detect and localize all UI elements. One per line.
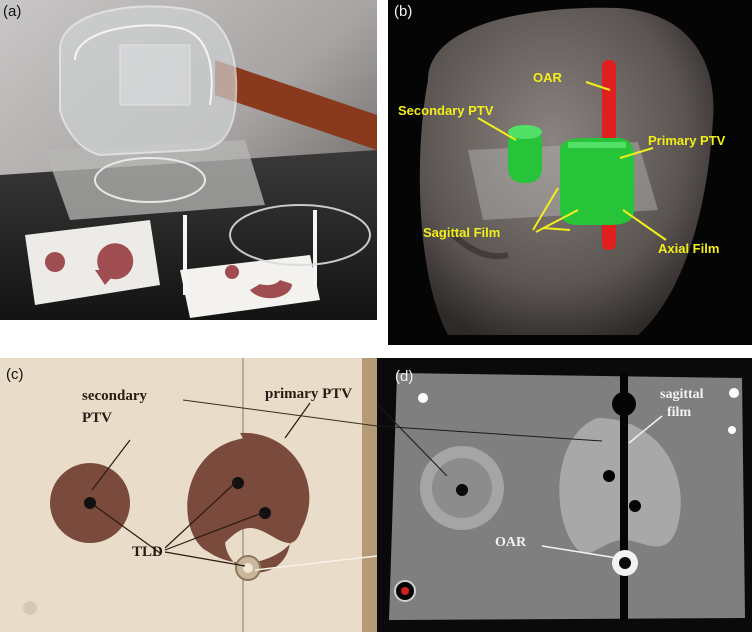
film-photo-image: secondary PTV primary PTV TLD <box>0 358 377 632</box>
panel-a-phantom-photo: (a) <box>0 0 377 320</box>
arrow-secondary-ptv <box>477 117 517 141</box>
ct-tld-primary-1 <box>603 470 615 482</box>
acrylic-lid <box>229 204 371 266</box>
panel-label-d: (d) <box>395 368 414 385</box>
leader-tld-4 <box>164 551 246 567</box>
leader-tld-2 <box>164 512 263 551</box>
phantom-photo-image <box>0 0 377 320</box>
annotation-tld: TLD <box>132 544 163 560</box>
tld-hole-primary-1 <box>232 477 244 489</box>
render-3d-view: OAR Secondary PTV Primary PTV Sagittal F… <box>388 0 752 345</box>
insert-target-large <box>95 243 134 285</box>
wood-strip <box>215 60 377 150</box>
leader-oar-to-d <box>254 555 377 571</box>
panel-b-3d-render: OAR Secondary PTV Primary PTV Sagittal F… <box>388 0 752 345</box>
panel-d-ct-scan: sagittal film OAR (d) <box>377 358 752 632</box>
annotation-oar: OAR <box>533 70 563 85</box>
arrow-oar <box>585 81 611 91</box>
tld-hole-secondary <box>84 497 96 509</box>
annotation-oar: OAR <box>495 535 527 550</box>
panel-c-film-photo: secondary PTV primary PTV TLD (c) <box>0 358 377 632</box>
panel-label-c: (c) <box>6 366 24 383</box>
leader-oar <box>541 545 618 559</box>
ct-sagittal-film <box>620 373 628 620</box>
secondary-ptv-volume <box>508 128 542 183</box>
leader-tld-3 <box>94 505 161 554</box>
ct-tld-secondary <box>456 484 468 496</box>
leader-secondary-to-d <box>182 399 377 427</box>
annotation-sagittal-film: Sagittal Film <box>423 225 500 240</box>
panel-label-a: (a) <box>3 3 22 20</box>
leader-d-primary <box>377 425 603 442</box>
primary-ptv-volume <box>560 138 634 225</box>
annotation-primary-ptv: Primary PTV <box>648 133 726 148</box>
annotation-secondary-ptv: Secondary PTV <box>398 103 494 118</box>
leader-tld-1 <box>164 482 236 549</box>
primary-ptv-disc <box>187 438 304 552</box>
tld-hole-primary-2 <box>259 507 271 519</box>
annotation-primary-ptv: primary PTV <box>265 386 352 402</box>
annotation-secondary-ptv: PTV <box>82 410 112 426</box>
ct-scan-image: sagittal film OAR <box>377 358 752 632</box>
leader-d-secondary <box>377 403 448 477</box>
arrow-axial-film <box>622 209 667 241</box>
arrow-sagittal-film-1 <box>532 187 559 231</box>
insert-primary <box>180 255 320 318</box>
insert-target-small <box>45 252 65 272</box>
ct-tld-primary-2 <box>629 500 641 512</box>
annotation-axial-film: Axial Film <box>658 241 719 256</box>
insert-secondary <box>25 220 160 305</box>
annotation-film: film <box>667 405 691 420</box>
annotation-secondary: secondary <box>82 388 147 404</box>
leader-sagittal-film <box>628 415 663 444</box>
leader-secondary-ptv <box>91 439 131 491</box>
arrow-primary-ptv <box>619 147 654 159</box>
panel-label-b: (b) <box>394 3 413 20</box>
acrylic-base-plate <box>45 140 265 220</box>
annotation-sagittal: sagittal <box>660 387 704 402</box>
arrow-sagittal-film-3 <box>542 227 571 231</box>
leader-primary-ptv <box>284 402 311 439</box>
